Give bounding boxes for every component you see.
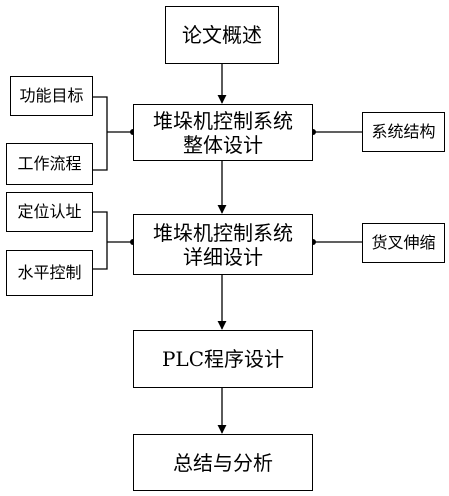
node-plc-design: PLC程序设计 (133, 330, 313, 388)
node-overview: 论文概述 (165, 6, 279, 64)
node-fork-extension: 货叉伸缩 (362, 223, 445, 263)
node-overall-design: 堆垛机控制系统 整体设计 (133, 104, 313, 161)
node-function-goal: 功能目标 (10, 76, 93, 116)
node-overall-design-line2: 整体设计 (183, 132, 263, 157)
node-detailed-design-line1: 堆垛机控制系统 (153, 220, 293, 245)
node-horizontal-control-label: 水平控制 (17, 263, 82, 283)
node-summary: 总结与分析 (133, 434, 313, 491)
node-overview-label: 论文概述 (182, 23, 262, 47)
node-work-flow: 工作流程 (6, 143, 93, 185)
node-function-goal-label: 功能目标 (19, 86, 84, 106)
node-work-flow-label: 工作流程 (17, 154, 82, 174)
node-system-structure: 系统结构 (362, 112, 445, 152)
bracket-overall-left (93, 96, 108, 171)
node-plc-design-label: PLC程序设计 (161, 347, 285, 371)
node-overall-design-line1: 堆垛机控制系统 (153, 108, 293, 133)
node-detailed-design: 堆垛机控制系统 详细设计 (133, 214, 313, 275)
node-position-recognition: 定位认址 (6, 192, 93, 232)
node-horizontal-control: 水平控制 (6, 250, 93, 296)
node-system-structure-label: 系统结构 (371, 122, 436, 142)
node-summary-label: 总结与分析 (173, 450, 273, 475)
node-position-recognition-label: 定位认址 (17, 202, 82, 222)
bracket-detailed-left (93, 211, 108, 270)
node-detailed-design-line2: 详细设计 (183, 244, 263, 269)
node-fork-extension-label: 货叉伸缩 (371, 233, 436, 253)
